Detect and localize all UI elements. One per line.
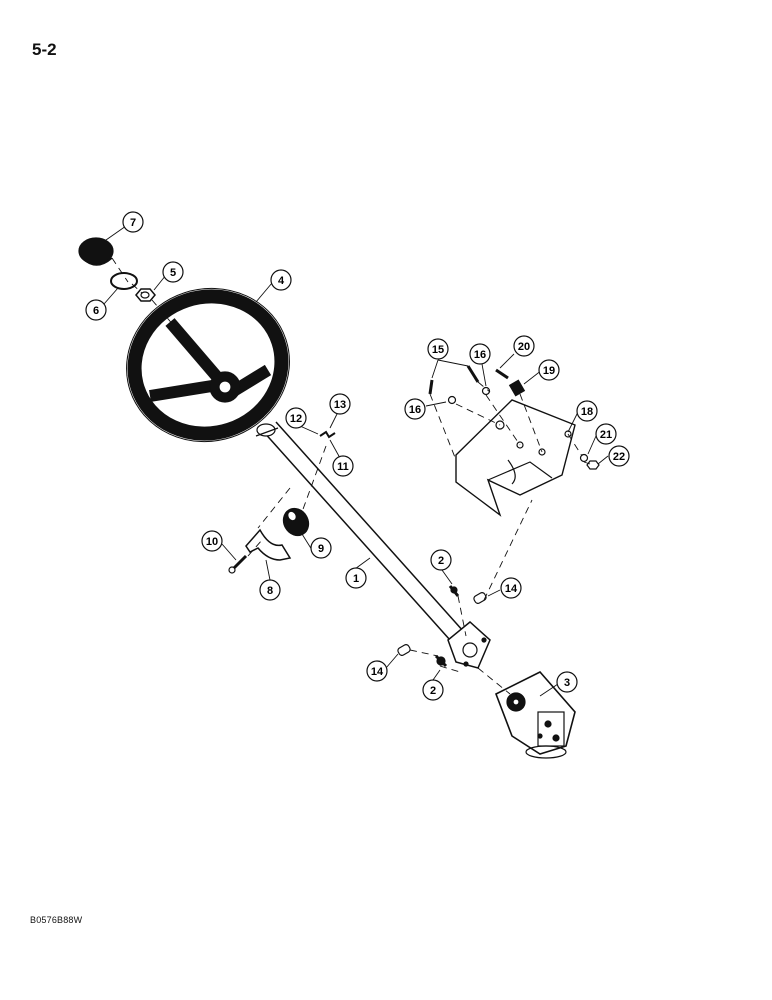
callout-c6: 6 — [85, 299, 107, 321]
callout-circle — [329, 393, 351, 415]
retaining-ring-part — [110, 272, 138, 290]
page-number: 5-2 — [32, 40, 57, 59]
callout-circle — [201, 530, 223, 552]
bolt-part-lower — [434, 654, 448, 668]
callout-circle — [422, 679, 444, 701]
callout-number: 18 — [581, 406, 593, 418]
callout-number: 20 — [518, 341, 530, 353]
callout-circle — [538, 359, 560, 381]
callout-circle — [608, 445, 630, 467]
callout-number: 22 — [613, 451, 625, 463]
callout-circle — [595, 423, 617, 445]
callout-number: 14 — [505, 583, 518, 595]
clamp-part — [245, 528, 292, 561]
callout-c12: 12 — [285, 407, 307, 429]
callout-circle — [85, 299, 107, 321]
callout-number: 16 — [474, 349, 486, 361]
callout-circle — [259, 579, 281, 601]
callout-number: 6 — [93, 305, 99, 317]
bolt-part-upper — [448, 585, 460, 597]
callout-circle — [469, 343, 491, 365]
callout-c14b: 14 — [366, 660, 388, 682]
callout-circle — [404, 398, 426, 420]
callout-circle — [285, 407, 307, 429]
callout-c21: 21 — [595, 423, 617, 445]
callout-number: 3 — [564, 677, 570, 689]
callout-circle — [122, 211, 144, 233]
callout-number: 2 — [430, 685, 436, 697]
callout-number: 10 — [206, 536, 218, 548]
mounting-bracket-part — [455, 399, 576, 517]
callout-number: 13 — [334, 399, 346, 411]
bolt-part-20 — [495, 368, 509, 380]
callout-c8: 8 — [259, 579, 281, 601]
callout-circle — [345, 567, 367, 589]
callout-c16a: 16 — [469, 343, 491, 365]
callout-c10: 10 — [201, 530, 223, 552]
callout-c1: 1 — [345, 567, 367, 589]
callout-c11: 11 — [332, 455, 354, 477]
callout-c22: 22 — [608, 445, 630, 467]
nut-part-22 — [586, 460, 600, 470]
callout-c3: 3 — [556, 671, 578, 693]
callout-number: 5 — [170, 267, 176, 279]
callout-c15: 15 — [427, 338, 449, 360]
callout-number: 14 — [371, 666, 384, 678]
callout-number: 8 — [267, 585, 273, 597]
steering-column-part — [255, 421, 491, 669]
callout-circle — [310, 537, 332, 559]
callout-c16b: 16 — [404, 398, 426, 420]
callout-circle — [576, 400, 598, 422]
callout-circle — [332, 455, 354, 477]
callout-c14a: 14 — [500, 577, 522, 599]
callout-number: 21 — [600, 429, 612, 441]
callout-number: 19 — [543, 365, 555, 377]
callout-number: 1 — [353, 573, 359, 585]
callout-number: 4 — [278, 275, 285, 287]
steering-control-unit-part — [494, 671, 576, 759]
callout-circle — [513, 335, 535, 357]
callout-c18: 18 — [576, 400, 598, 422]
callout-circle — [430, 549, 452, 571]
pin-part-lower — [397, 644, 411, 656]
pin-part-upper — [473, 592, 487, 604]
callout-circle — [270, 269, 292, 291]
callout-c7: 7 — [122, 211, 144, 233]
callout-circle — [500, 577, 522, 599]
callout-c4: 4 — [270, 269, 292, 291]
washer-part-21 — [579, 453, 589, 463]
nut-part — [135, 288, 156, 302]
callout-circle — [427, 338, 449, 360]
callout-circle — [556, 671, 578, 693]
callout-c5: 5 — [162, 261, 184, 283]
steering-wheel-part — [126, 287, 290, 443]
callout-circle — [366, 660, 388, 682]
spring-part — [319, 430, 336, 439]
callout-c2a: 2 — [430, 549, 452, 571]
callout-number: 11 — [337, 461, 349, 473]
callout-c19: 19 — [538, 359, 560, 381]
assembly-lines — [111, 257, 591, 695]
callout-number: 9 — [318, 543, 324, 555]
fitting-part-19 — [508, 379, 526, 397]
callout-number: 12 — [290, 413, 302, 425]
washer-part-16 — [447, 386, 491, 405]
callout-c9: 9 — [310, 537, 332, 559]
callout-c2b: 2 — [422, 679, 444, 701]
callout-c13: 13 — [329, 393, 351, 415]
reference-code: B0576B88W — [30, 915, 83, 925]
callout-c20: 20 — [513, 335, 535, 357]
callout-number: 7 — [130, 217, 136, 229]
callout-number: 2 — [438, 555, 444, 567]
horn-cap-part — [78, 237, 114, 266]
bushing-part — [282, 507, 310, 537]
callout-number: 15 — [432, 344, 444, 356]
callout-number: 16 — [409, 404, 421, 416]
bracket-bolt-part-15 — [428, 365, 480, 395]
callout-circle — [162, 261, 184, 283]
bolt-part — [228, 554, 248, 574]
